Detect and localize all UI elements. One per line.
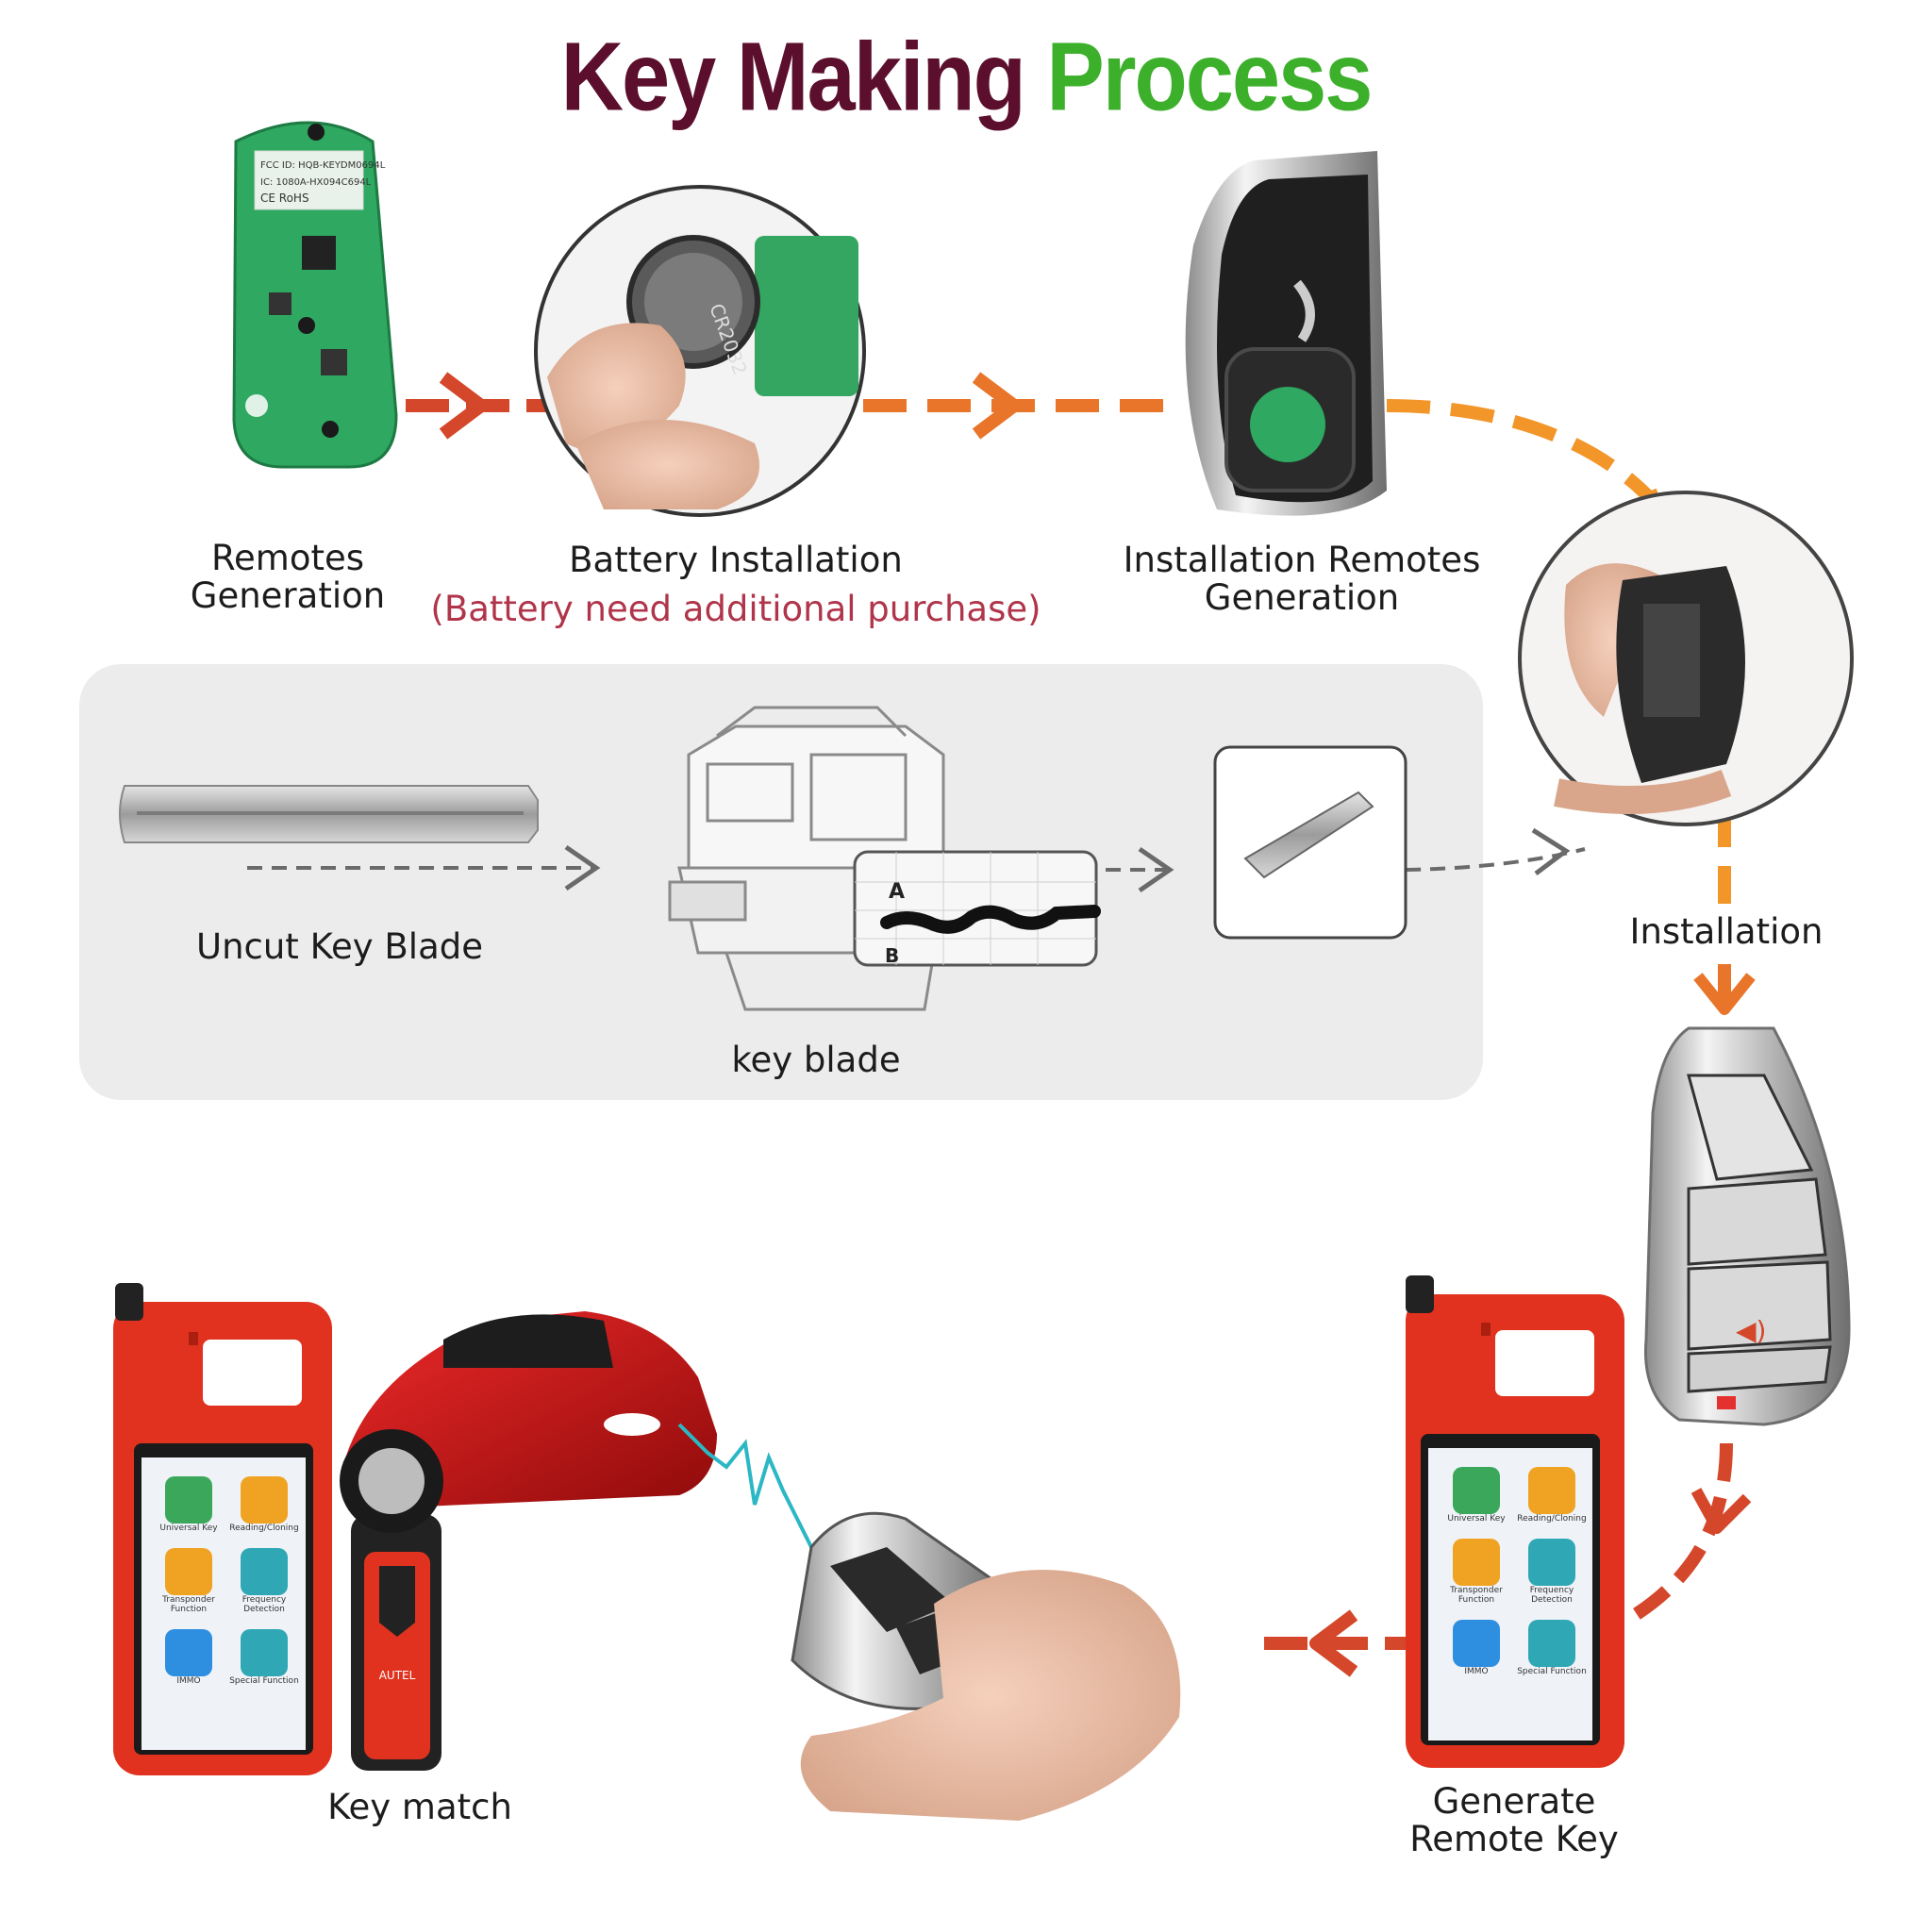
label-uncut-key-blade: Uncut Key Blade [195, 926, 484, 967]
panic-icon: ◀) [1736, 1315, 1766, 1346]
cut-key-image [1213, 745, 1407, 940]
open-key-shell-image [1185, 151, 1387, 516]
hand-holding-key-image [791, 1511, 1181, 1821]
wave-icon [241, 1548, 288, 1595]
wave-icon [1528, 1539, 1575, 1586]
app-immo[interactable]: IMMO [1439, 1620, 1514, 1676]
app-frequency-detection[interactable]: Frequency Detection [1514, 1539, 1590, 1605]
key-icon [165, 1476, 212, 1524]
app-frequency-detection[interactable]: Frequency Detection [226, 1548, 302, 1614]
clone-icon [1528, 1467, 1575, 1514]
label-battery-installation: Battery Installation [569, 540, 903, 580]
blade-chart-label-b: B [885, 944, 899, 967]
app-special-function[interactable]: Special Function [226, 1629, 302, 1686]
installation-image [1518, 491, 1854, 826]
label-generate-remote-key: Generate Remote Key [1409, 1781, 1619, 1859]
app-special-function[interactable]: Special Function [1514, 1620, 1590, 1676]
app-reading-cloning[interactable]: Reading/Cloning [1514, 1467, 1590, 1524]
title-part-1: Key Making [560, 23, 1026, 132]
label-remotes-generation: Remotes Generation [190, 538, 386, 616]
finished-smart-key-image: ◀) [1643, 1026, 1851, 1426]
app-reading-cloning[interactable]: Reading/Cloning [226, 1476, 302, 1533]
key-blade-cut-chart: A B [853, 850, 1101, 967]
red-sports-car-image [340, 1311, 717, 1533]
label-battery-note: (Battery need additional purchase) [430, 589, 1041, 629]
key-icon [1453, 1467, 1500, 1514]
label-key-match: Key match [327, 1787, 512, 1827]
generate-remote-app-grid: Universal Key Reading/Cloning Transponde… [1439, 1467, 1590, 1676]
label-installation: Installation [1629, 911, 1824, 952]
chip-icon [165, 1548, 212, 1595]
app-transponder-function[interactable]: Transponder Function [1439, 1539, 1514, 1605]
blade-chart-label-a: A [889, 880, 905, 904]
info-icon [241, 1629, 288, 1676]
page-title: Key Making Process [0, 23, 1932, 134]
clone-icon [241, 1476, 288, 1524]
chip-icon [1453, 1539, 1500, 1586]
app-immo[interactable]: IMMO [151, 1629, 226, 1686]
obd-dongle-image: AUTEL [351, 1514, 441, 1771]
pcb-text-2: IC: 1080A-HX094C694L [260, 177, 372, 188]
label-installation-remotes-generation: Installation Remotes Generation [1123, 540, 1481, 618]
title-part-2: Process [1046, 23, 1373, 132]
label-key-blade: key blade [731, 1040, 901, 1080]
info-icon [1528, 1620, 1575, 1667]
battery-installation-image: CR2032 [534, 185, 866, 517]
app-transponder-function[interactable]: Transponder Function [151, 1548, 226, 1614]
key-match-app-grid: Universal Key Reading/Cloning Transponde… [151, 1476, 302, 1686]
wireless-signal-line [677, 1423, 813, 1548]
app-universal-key[interactable]: Universal Key [1439, 1467, 1514, 1524]
blade-flow-arrows [247, 827, 1586, 893]
pcb-text-3: CE RoHS [260, 192, 309, 205]
obd-brand-text: AUTEL [379, 1669, 416, 1682]
uncut-key-blade-image [119, 785, 539, 843]
lock-icon [165, 1629, 212, 1676]
lock-icon [1453, 1620, 1500, 1667]
pcb-text-1: FCC ID: HQB-KEYDM0694L [260, 160, 386, 171]
pcb-board-image: FCC ID: HQB-KEYDM0694L IC: 1080A-HX094C6… [232, 121, 398, 469]
app-universal-key[interactable]: Universal Key [151, 1476, 226, 1533]
